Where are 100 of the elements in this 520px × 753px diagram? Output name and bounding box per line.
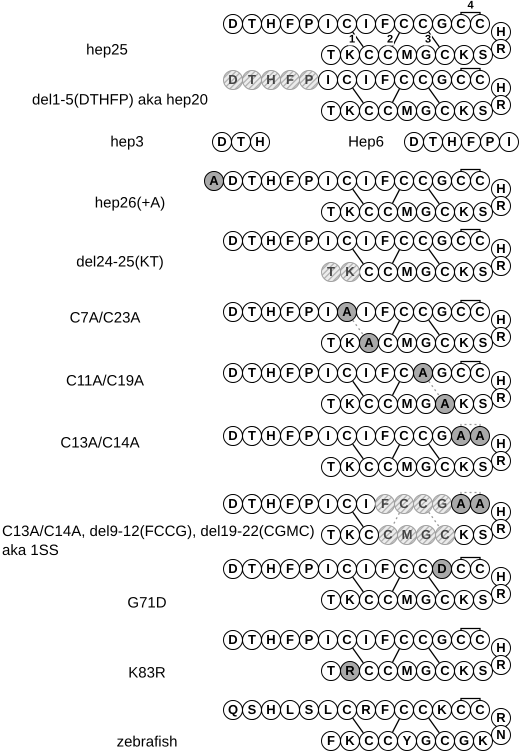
residue-circle: C (413, 171, 433, 191)
residue-circle: F (375, 70, 395, 90)
residue-circle: F (280, 302, 300, 322)
residue-circle: C (394, 171, 414, 191)
residue-circle: G (432, 14, 452, 34)
residue-circle: C (337, 559, 357, 579)
residue-circle: C (378, 45, 398, 65)
connector-line (392, 648, 400, 662)
connector-line (460, 228, 481, 231)
residue-circle: D (223, 363, 243, 383)
residue-circle: P (299, 559, 319, 579)
residue-circle: G (416, 394, 436, 414)
residue-circle: G (432, 494, 452, 514)
residue-circle: I (356, 171, 376, 191)
row-label: hep26(+A) (94, 194, 166, 212)
residue-circle: F (375, 559, 395, 579)
residue-circle: C (378, 525, 398, 545)
connector-line (428, 718, 440, 734)
residue-circle: D (223, 171, 243, 191)
row-label: zebrafish (116, 734, 178, 750)
residue-circle: T (242, 630, 262, 650)
connector-line (352, 32, 364, 48)
residue-circle: C (378, 661, 398, 681)
residue-circle: C (378, 457, 398, 477)
connector-line (392, 512, 400, 526)
residue-circle: K (340, 525, 360, 545)
residue-circle: D (223, 302, 243, 322)
residue-circle: P (299, 70, 319, 90)
residue-circle: F (280, 231, 300, 251)
residue-circle: D (223, 559, 243, 579)
residue-circle: T (242, 171, 262, 191)
residue-circle: R (491, 388, 511, 408)
residue-circle: I (499, 132, 519, 152)
residue-circle: C (451, 231, 471, 251)
connector-line (392, 382, 400, 396)
residue-circle: K (473, 731, 493, 751)
residue-circle: C (435, 661, 455, 681)
residue-circle: I (356, 302, 376, 322)
residue-circle: S (473, 262, 493, 282)
connector-line (352, 248, 364, 264)
residue-circle: F (375, 171, 395, 191)
residue-circle: M (397, 661, 417, 681)
residue-circle: K (340, 45, 360, 65)
residue-circle: K (340, 262, 360, 282)
residue-circle: M (397, 394, 417, 414)
residue-circle: G (416, 262, 436, 282)
residue-circle: H (491, 567, 511, 587)
residue-circle: C (394, 363, 414, 383)
edge-label: 4 (466, 0, 475, 12)
residue-circle: A (359, 333, 379, 353)
row-label: hep3 (110, 134, 144, 150)
residue-circle: C (337, 231, 357, 251)
residue-circle: C (378, 333, 398, 353)
connector-line (460, 360, 481, 363)
connector-line (428, 188, 440, 204)
residue-circle: I (318, 630, 338, 650)
row-label: K83R (128, 664, 166, 682)
residue-circle: H (491, 502, 511, 522)
residue-circle: H (261, 70, 281, 90)
residue-circle: H (261, 426, 281, 446)
residue-circle: F (280, 70, 300, 90)
residue-circle: C (413, 630, 433, 650)
residue-circle: C (413, 494, 433, 514)
residue-circle: C (359, 101, 379, 121)
residue-circle: D (212, 132, 232, 152)
residue-circle: C (337, 494, 357, 514)
connector-line (352, 188, 364, 204)
residue-circle: C (394, 231, 414, 251)
residue-circle: S (473, 590, 493, 610)
residue-circle: C (470, 302, 490, 322)
residue-circle: F (375, 700, 395, 720)
edge-label: 2 (386, 34, 394, 45)
residue-circle: S (473, 394, 493, 414)
residue-circle: S (473, 333, 493, 353)
residue-circle: F (280, 14, 300, 34)
residue-circle: A (337, 302, 357, 322)
residue-circle: C (378, 262, 398, 282)
residue-circle: C (435, 731, 455, 751)
residue-circle: T (242, 426, 262, 446)
residue-circle: G (416, 202, 436, 222)
residue-circle: H (261, 630, 281, 650)
residue-circle: C (413, 559, 433, 579)
residue-circle: H (491, 434, 511, 454)
residue-circle: D (223, 231, 243, 251)
connector-line (460, 168, 481, 171)
residue-circle: G (432, 426, 452, 446)
residue-circle: H (261, 302, 281, 322)
connector-line (352, 576, 364, 592)
residue-circle: K (340, 457, 360, 477)
residue-circle: C (394, 700, 414, 720)
connector-line (428, 320, 440, 336)
residue-circle: S (473, 202, 493, 222)
residue-circle: I (356, 494, 376, 514)
residue-circle: G (432, 171, 452, 191)
residue-circle: C (470, 559, 490, 579)
residue-circle: S (473, 525, 493, 545)
residue-circle: F (375, 14, 395, 34)
residue-circle: N (491, 725, 511, 745)
residue-circle: I (356, 70, 376, 90)
residue-circle: K (340, 394, 360, 414)
